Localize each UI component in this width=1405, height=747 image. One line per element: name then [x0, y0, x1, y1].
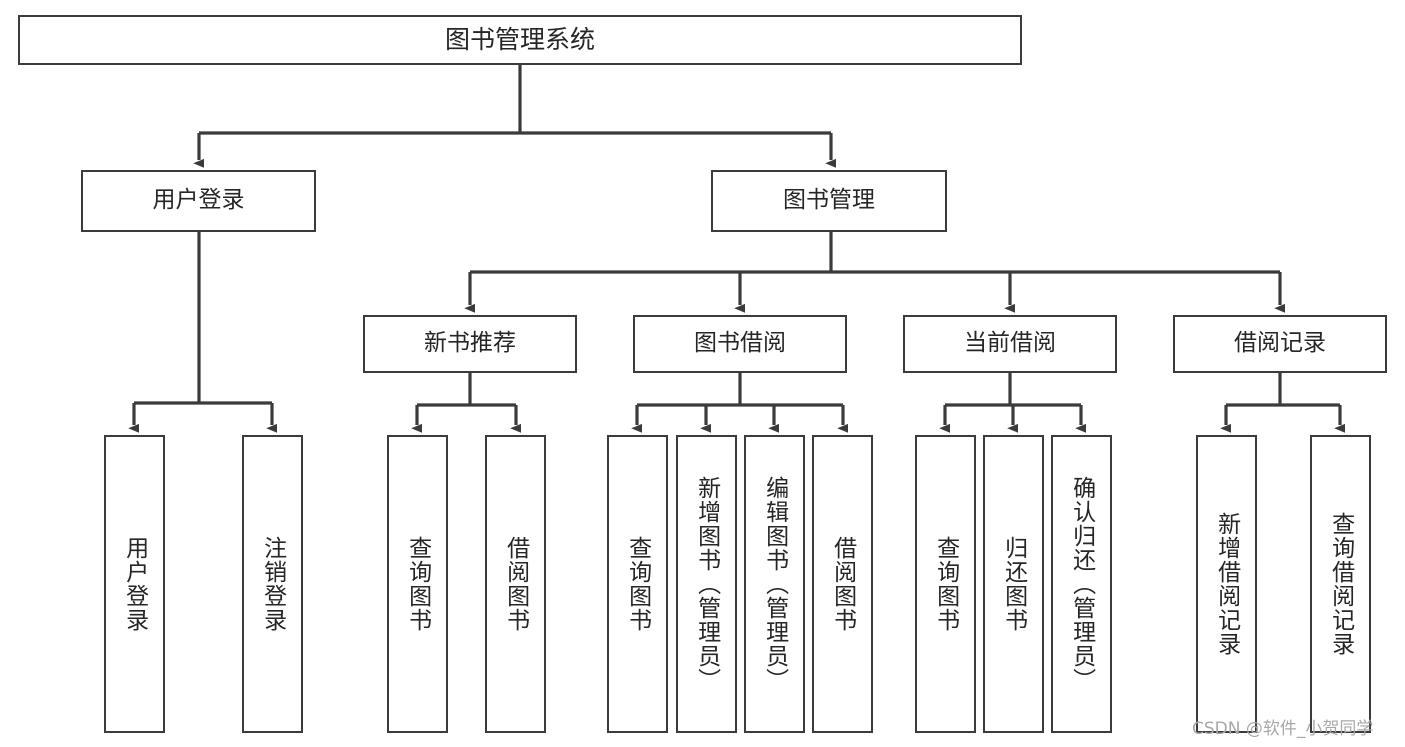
node-book-management[interactable]: 图书管理 [711, 170, 947, 232]
node-label: 当前借阅 [964, 330, 1056, 357]
node-label: 用户登录 [152, 187, 245, 214]
node-label: 新书推荐 [424, 330, 516, 357]
leaf-borrow-add-book-admin[interactable]: 新增图书（管理员） [676, 435, 737, 733]
leaf-newbook-borrow-books[interactable]: 借阅图书 [485, 435, 546, 733]
node-label: 归还图书 [1000, 536, 1027, 632]
node-label: 查询借阅记录 [1327, 512, 1354, 656]
leaf-newbook-query-books[interactable]: 查询图书 [387, 435, 448, 733]
node-root-book-management-system[interactable]: 图书管理系统 [18, 15, 1022, 65]
leaf-current-return-books[interactable]: 归还图书 [983, 435, 1044, 733]
node-label: 图书管理 [783, 187, 875, 214]
node-label: 借阅记录 [1234, 330, 1326, 357]
node-borrow-records[interactable]: 借阅记录 [1173, 315, 1387, 373]
leaf-borrow-edit-book-admin[interactable]: 编辑图书（管理员） [744, 435, 805, 733]
node-label: 新增图书（管理员） [693, 476, 720, 692]
node-label: 编辑图书（管理员） [761, 476, 788, 692]
node-label: 借阅图书 [829, 536, 856, 632]
node-book-borrow[interactable]: 图书借阅 [633, 315, 847, 373]
node-new-book-recommendation[interactable]: 新书推荐 [363, 315, 577, 373]
leaf-current-confirm-return-admin[interactable]: 确认归还（管理员） [1051, 435, 1112, 733]
node-label: 注销登录 [259, 536, 286, 632]
leaf-current-query-books[interactable]: 查询图书 [915, 435, 976, 733]
csdn-watermark: CSDN @软件_小贺同学 [1192, 719, 1374, 739]
node-label: 查询图书 [932, 536, 959, 632]
leaf-records-query-record[interactable]: 查询借阅记录 [1310, 435, 1371, 733]
leaf-borrow-query-books[interactable]: 查询图书 [607, 435, 668, 733]
node-label: 用户登录 [121, 536, 148, 632]
node-label: 新增借阅记录 [1213, 512, 1240, 656]
node-label: 确认归还（管理员） [1068, 476, 1095, 692]
node-label: 查询图书 [404, 536, 431, 632]
node-user-login[interactable]: 用户登录 [81, 170, 316, 232]
node-label: 图书管理系统 [444, 25, 595, 55]
leaf-records-add-record[interactable]: 新增借阅记录 [1196, 435, 1257, 733]
node-label: 借阅图书 [502, 536, 529, 632]
node-current-borrow[interactable]: 当前借阅 [903, 315, 1117, 373]
node-label: 查询图书 [624, 536, 651, 632]
leaf-logout[interactable]: 注销登录 [242, 435, 303, 733]
leaf-user-login[interactable]: 用户登录 [104, 435, 165, 733]
leaf-borrow-borrow-books[interactable]: 借阅图书 [812, 435, 873, 733]
node-label: 图书借阅 [694, 330, 786, 357]
